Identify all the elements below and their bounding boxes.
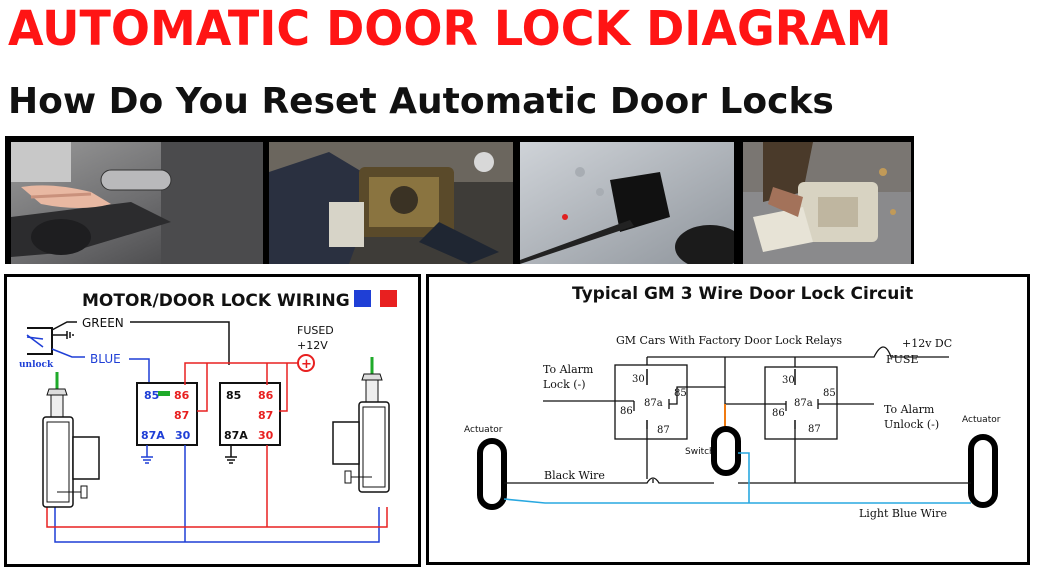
lock-actuator-closeup-photo — [269, 142, 513, 264]
relay-2-pin-85: 85 — [226, 389, 241, 402]
door-switch-icon — [711, 426, 741, 476]
left-actuator-icon — [477, 438, 507, 510]
gm-relay-2: 30 85 87a 86 87 — [764, 366, 838, 440]
page-title: AUTOMATIC DOOR LOCK DIAGRAM — [8, 0, 892, 57]
relay-2-pin-86: 86 — [258, 389, 274, 402]
right-actuator-label: Actuator — [962, 415, 1001, 425]
right-actuator-icon — [332, 357, 390, 493]
positive-terminal-symbol: + — [301, 357, 312, 372]
alarm-unlock-label-line2: Unlock (-) — [884, 418, 939, 431]
gm-relay-2-pin-85: 85 — [823, 388, 836, 399]
relays-label: GM Cars With Factory Door Lock Relays — [616, 334, 842, 347]
gm-relay-2-pin-87: 87 — [808, 424, 821, 435]
gm-door-lock-circuit-panel: Typical GM 3 Wire Door Lock Circuit GM C… — [426, 274, 1030, 565]
gm-relay-2-pin-87a: 87a — [794, 398, 813, 409]
relay-1-pin-85: 85 — [144, 389, 159, 402]
blue-wire — [129, 358, 150, 392]
alarm-lock-label-line1: To Alarm — [543, 363, 594, 376]
legend-red-swatch — [380, 290, 397, 307]
motor-door-lock-wiring-diagram: MOTOR/DOOR LOCK WIRING unlock GREEN BLUE… — [19, 290, 397, 543]
page-subtitle: How Do You Reset Automatic Door Locks — [8, 81, 834, 122]
photo-strip — [5, 136, 914, 264]
green-wire-label: GREEN — [82, 316, 124, 330]
green-wire — [130, 321, 230, 365]
gm-relay-1-pin-87: 87 — [657, 425, 670, 436]
blue-wire-label: BLUE — [90, 352, 121, 366]
gm-relay-2-pin-86: 86 — [772, 408, 785, 419]
motor-door-lock-wiring-panel: MOTOR/DOOR LOCK WIRING unlock GREEN BLUE… — [4, 274, 421, 567]
black-wire — [504, 477, 971, 484]
fuse-label: FUSE — [886, 353, 918, 366]
wiring-diagram-title: MOTOR/DOOR LOCK WIRING — [82, 291, 350, 311]
relay-2-pin-87a: 87A — [224, 429, 248, 442]
gm-relay-1-pin-30: 30 — [632, 374, 645, 385]
light-blue-wire — [503, 498, 971, 504]
left-actuator-label: Actuator — [464, 425, 503, 435]
relay-1-pin-87a: 87A — [141, 429, 165, 442]
supply-label: +12v DC — [902, 337, 952, 350]
door-panel-opening-photo — [520, 142, 734, 264]
gm-relay-1-pin-85: 85 — [674, 388, 687, 399]
relay-2-pin-30: 30 — [258, 429, 274, 442]
gm-relay-1-pin-86: 86 — [620, 406, 633, 417]
door-handle-photo — [11, 142, 263, 264]
relay-1: 85 86 87 87A 30 — [136, 382, 198, 464]
relay-1-pin-87: 87 — [174, 409, 189, 422]
relay-2: 85 86 87 87A 30 — [219, 382, 281, 464]
removed-actuator-photo — [743, 142, 911, 264]
gm-relay-2-pin-30: 30 — [782, 375, 795, 386]
legend-blue-swatch — [354, 290, 371, 307]
unlock-switch: unlock — [19, 327, 74, 370]
relay-1-pin-86: 86 — [174, 389, 190, 402]
light-blue-wire-label: Light Blue Wire — [859, 507, 947, 520]
black-wire-label: Black Wire — [544, 469, 605, 482]
unlock-label: unlock — [19, 360, 54, 370]
alarm-unlock-label-line1: To Alarm — [884, 403, 935, 416]
right-actuator-icon — [968, 434, 998, 508]
gm-relay-1-pin-87a: 87a — [644, 398, 663, 409]
gm-circuit-title: Typical GM 3 Wire Door Lock Circuit — [572, 284, 913, 304]
left-actuator-icon — [42, 372, 100, 508]
fused-label: FUSED — [297, 324, 334, 337]
gm-relay-1: 30 85 87a 86 87 — [614, 364, 688, 440]
gm-door-lock-circuit-diagram: Typical GM 3 Wire Door Lock Circuit GM C… — [464, 284, 1001, 520]
switch-label: Switch — [685, 447, 715, 457]
relay-2-pin-87: 87 — [258, 409, 273, 422]
alarm-lock-label-line2: Lock (-) — [543, 378, 586, 391]
voltage-label: +12V — [297, 339, 328, 352]
relay-1-pin-30: 30 — [175, 429, 191, 442]
